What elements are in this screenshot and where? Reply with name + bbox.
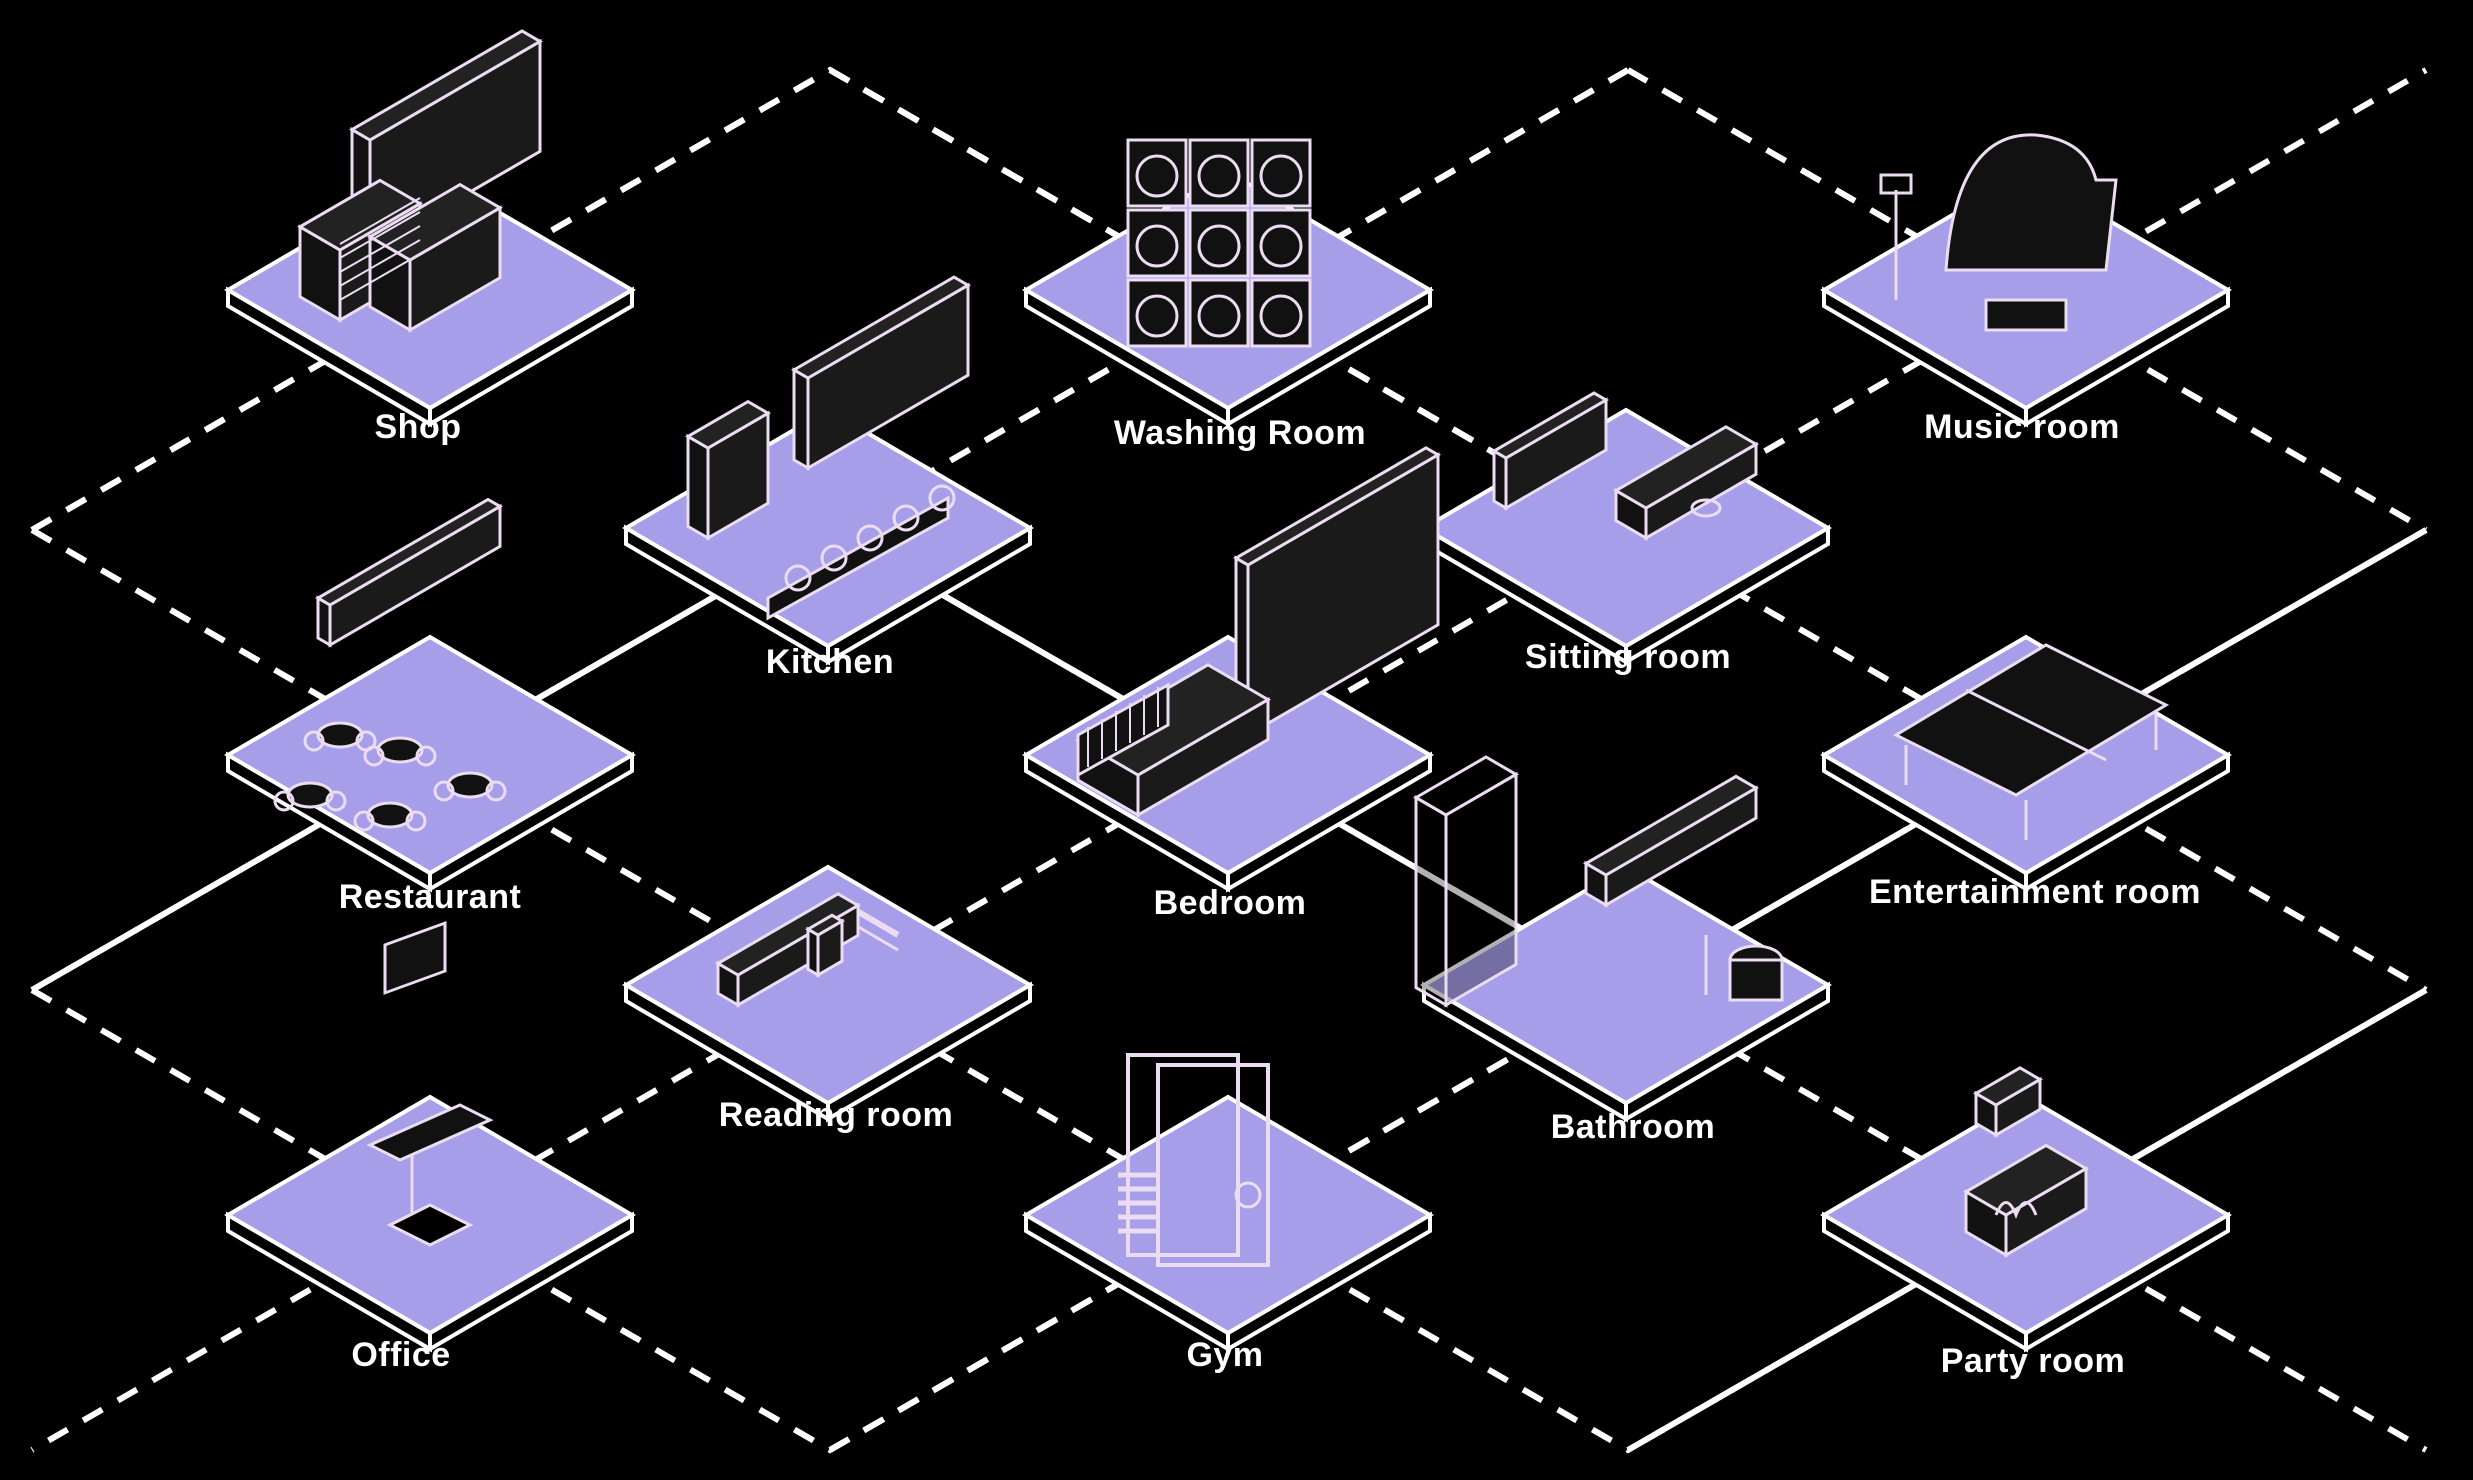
kitchen-counter-icon (685, 275, 971, 621)
room-label-restaurant: Restaurant (338, 878, 522, 916)
room-tile-party-room (1820, 1066, 2232, 1353)
room-tile-kitchen (622, 275, 1034, 666)
dining-tables-icon (273, 497, 507, 832)
room-label-kitchen: Kitchen (765, 643, 895, 681)
room-tile-reading-room (622, 864, 1034, 1123)
room-tile-bathroom (1413, 755, 1832, 1123)
room-label-shop: Shop (374, 408, 462, 446)
reading-desk-icon (715, 892, 900, 1008)
grand-piano-icon (1879, 133, 2118, 332)
room-label-office: Office (351, 1336, 451, 1374)
shower-toilet-icon (1413, 755, 1784, 1008)
room-tile-gym (1022, 1053, 1434, 1353)
room-label-bathroom: Bathroom (1550, 1108, 1716, 1146)
room-label-reading-room: Reading room (718, 1096, 954, 1134)
room-label-bedroom: Bedroom (1153, 884, 1307, 922)
room-tile-office (224, 920, 636, 1353)
fireplace-icon (1963, 1066, 2089, 1258)
room-label-entertainment-room: Entertainment room (1868, 873, 2202, 911)
room-tile-washing-room (1022, 138, 1434, 428)
room-label-music-room: Music room (1924, 408, 2120, 446)
computer-desk-icon (366, 920, 494, 1247)
shelving-icon (297, 29, 543, 333)
room-tile-restaurant (224, 497, 636, 893)
room-label-washing-room: Washing Room (1113, 414, 1367, 452)
room-tiles (224, 29, 2232, 1353)
room-tile-shop (224, 29, 636, 428)
room-label-gym: Gym (1186, 1336, 1264, 1374)
room-label-party-room: Party room (1940, 1342, 2126, 1380)
room-tile-sitting-room (1420, 391, 1832, 666)
washing-machines-icon (1126, 138, 1312, 348)
bed-wardrobe-icon (1075, 446, 1441, 818)
room-tile-entertainment-room (1820, 634, 2232, 893)
ping-pong-table-icon (1892, 643, 2170, 840)
power-rack-icon (1118, 1053, 1270, 1267)
room-tile-music-room (1820, 133, 2232, 428)
room-tile-bedroom (1022, 446, 1441, 893)
room-label-sitting-room: Sitting room (1524, 638, 1732, 676)
sofa-tv-icon (1491, 391, 1759, 541)
